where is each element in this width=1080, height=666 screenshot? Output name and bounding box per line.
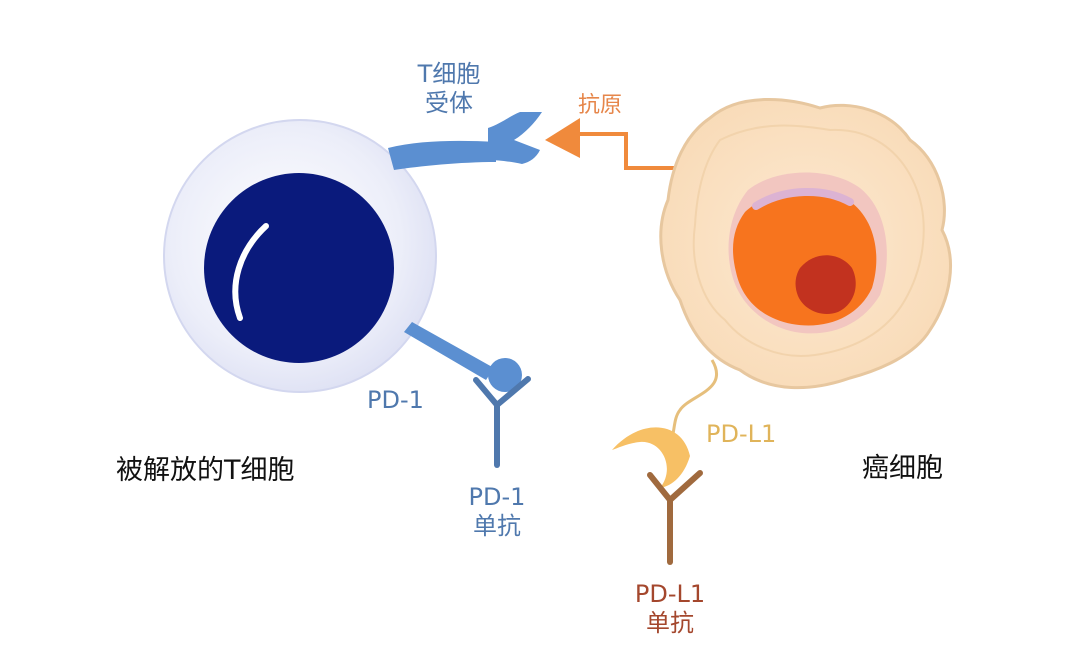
pd1-antibody-label: PD-1 单抗: [469, 483, 526, 541]
t-cell-receptor-label-line2: 受体: [424, 88, 473, 117]
pd1-antibody-shape: [473, 376, 531, 468]
pdl1-antibody-label-line1: PD-L1: [634, 580, 706, 608]
pd1-antibody-label-line2: 单抗: [472, 511, 521, 540]
antigen-stem: [570, 132, 676, 170]
pdl1-crescent: [612, 427, 690, 488]
nucleus-highlight: [232, 223, 269, 321]
pdl1-antibody-label: PD-L1 单抗: [635, 580, 705, 638]
pd1-knob: [488, 358, 522, 392]
cancer-cell-label: 癌细胞: [862, 453, 943, 484]
pd1-label: PD-1: [367, 386, 424, 414]
pdl1-antibody-label-line2: 单抗: [645, 608, 694, 637]
pd1-stem: [404, 322, 494, 380]
pd1-antibody-label-line1: PD-1: [468, 483, 526, 511]
cancer-nucleolus: [795, 255, 856, 315]
pd1-receptor: [404, 322, 522, 392]
cancer-cell: [659, 98, 953, 390]
receptor-stem: [388, 140, 496, 170]
antigen-label: 抗原: [578, 93, 623, 118]
t-cell-receptor-label-line1: T细胞: [417, 60, 481, 88]
receptor-head: [488, 112, 542, 164]
t-cell-receptor-label: T细胞 受体: [418, 60, 481, 118]
cancer-cell-inner-membrane: [692, 124, 925, 357]
pdl1-ligand: [612, 359, 719, 488]
t-cell-nucleus: [204, 173, 394, 363]
pdl1-antibody-shape: [647, 470, 703, 565]
cancer-nucleus-highlight: [752, 187, 854, 210]
antigen-arrowhead: [545, 118, 580, 158]
released-t-cell-label: 被解放的T细胞: [116, 455, 295, 486]
antigen: [545, 118, 676, 170]
t-cell: [163, 119, 437, 393]
t-cell-receptor: [388, 112, 542, 170]
pdl1-label: PD-L1: [706, 420, 777, 448]
